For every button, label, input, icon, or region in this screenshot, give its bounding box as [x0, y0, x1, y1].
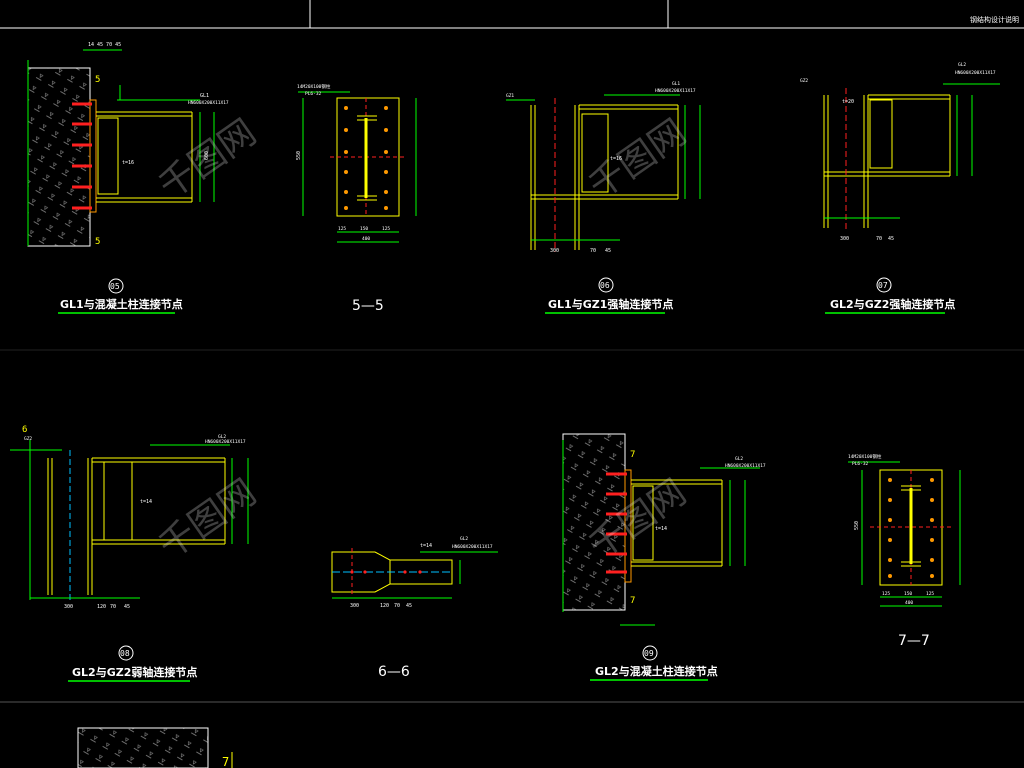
svg-text:125: 125	[926, 591, 934, 597]
concrete-column	[562, 433, 626, 611]
detail-08: 6 GZ2 GL2 HN600X200X11X17 t=14 300 120 7…	[10, 425, 249, 682]
svg-text:千图网: 千图网	[582, 112, 694, 208]
svg-text:08: 08	[120, 649, 130, 658]
svg-text:5: 5	[95, 75, 100, 85]
svg-text:HN600X200X11X17: HN600X200X11X17	[188, 100, 229, 106]
svg-text:HN600X200X11X17: HN600X200X11X17	[655, 88, 696, 94]
partial-detail-bottom: 7	[77, 727, 233, 768]
svg-text:HN600X200X11X17: HN600X200X11X17	[452, 544, 493, 550]
svg-text:550: 550	[296, 151, 302, 160]
svg-text:70: 70	[394, 603, 400, 609]
svg-text:120: 120	[380, 603, 389, 609]
svg-text:5: 5	[95, 237, 100, 247]
drawing-header-title: 钢结构设计说明	[970, 15, 1019, 24]
svg-text:PL6-32: PL6-32	[852, 461, 869, 467]
svg-text:300: 300	[64, 604, 73, 610]
svg-text:t=14: t=14	[140, 499, 152, 505]
svg-text:45: 45	[605, 248, 611, 254]
svg-text:PL6-32: PL6-32	[305, 91, 322, 97]
anchor-bolts	[72, 102, 92, 210]
svg-text:GL2: GL2	[735, 456, 743, 462]
column-gz2	[823, 95, 869, 228]
svg-text:150: 150	[904, 591, 912, 597]
svg-text:125: 125	[882, 591, 890, 597]
column-gz1	[530, 105, 580, 250]
section-5-5: 14M20X100钢柱 PL6-32 125 150 125 400 550 5…	[296, 83, 417, 314]
detail-05: 14 45 70 45 5 5 GL1 HN600X200X11X17 t=16…	[27, 42, 229, 247]
svg-text:125: 125	[338, 226, 346, 232]
svg-text:400: 400	[362, 236, 370, 242]
beam-gl2	[868, 94, 951, 177]
column-gz2	[47, 458, 93, 595]
svg-text:70: 70	[876, 236, 882, 242]
svg-text:14 45 70 45: 14 45 70 45	[88, 42, 121, 48]
detail-06-title: GL1与GZ1强轴连接节点	[548, 297, 673, 311]
svg-text:14M20X100钢柱: 14M20X100钢柱	[297, 83, 331, 90]
svg-text:70: 70	[110, 604, 116, 610]
svg-text:400: 400	[905, 600, 913, 606]
svg-text:GZ2: GZ2	[800, 78, 808, 84]
svg-text:14M20X100钢柱: 14M20X100钢柱	[848, 453, 882, 460]
svg-text:300: 300	[550, 248, 559, 254]
svg-text:550: 550	[854, 521, 860, 530]
svg-text:HN600X200X11X17: HN600X200X11X17	[955, 70, 996, 76]
detail-06: GZ1 GL1 HN600X200X11X17 t=16 300 70 45 0…	[506, 81, 701, 314]
svg-text:千图网: 千图网	[152, 112, 264, 208]
title-block	[0, 0, 1024, 703]
svg-text:05: 05	[110, 282, 120, 291]
svg-text:45: 45	[406, 603, 412, 609]
section-6-6: GL2 HN600X200X11X17 t=14 300 120 70 45 6…	[331, 536, 498, 680]
svg-text:GL1: GL1	[200, 93, 209, 99]
svg-text:45: 45	[888, 236, 894, 242]
svg-text:125: 125	[382, 226, 390, 232]
svg-text:t=16: t=16	[610, 156, 622, 162]
detail-07: GZ2 GL2 HN600X200X11X17 t=20 300 70 45 0…	[800, 62, 1000, 314]
beam-gl1	[579, 104, 679, 200]
svg-text:GL1: GL1	[672, 81, 680, 87]
svg-text:t=20: t=20	[842, 99, 854, 105]
svg-text:t=16: t=16	[122, 160, 134, 166]
svg-text:GL2: GL2	[958, 62, 966, 68]
detail-09: 7 7 GL2 HN600X200X11X17 t=14 09 GL2与混凝土柱…	[562, 433, 766, 681]
svg-text:120: 120	[97, 604, 106, 610]
svg-text:300: 300	[350, 603, 359, 609]
svg-text:GZ1: GZ1	[506, 93, 514, 99]
svg-text:600: 600	[204, 151, 210, 160]
svg-text:GZ2: GZ2	[24, 436, 32, 442]
svg-text:7: 7	[630, 450, 635, 460]
svg-text:GL2: GL2	[218, 434, 226, 440]
svg-text:70: 70	[590, 248, 596, 254]
section-7-7-title: 7—7	[898, 633, 930, 649]
svg-text:45: 45	[124, 604, 130, 610]
anchor-bolts	[606, 472, 627, 574]
svg-text:千图网: 千图网	[152, 472, 264, 568]
svg-text:t=14: t=14	[655, 526, 667, 532]
svg-text:06: 06	[600, 281, 610, 290]
detail-09-title: GL2与混凝土柱连接节点	[595, 664, 718, 678]
svg-text:09: 09	[644, 649, 654, 658]
svg-text:7: 7	[630, 596, 635, 606]
detail-07-title: GL2与GZ2强轴连接节点	[830, 297, 955, 311]
svg-text:6: 6	[22, 425, 27, 435]
section-5-5-title: 5—5	[352, 298, 384, 314]
svg-text:GL2: GL2	[460, 536, 468, 542]
svg-text:HN600X200X11X17: HN600X200X11X17	[725, 463, 766, 469]
detail-05-caption: 05 GL1与混凝土柱连接节点	[58, 278, 183, 314]
section-7-7: 14M20X100钢柱 PL6-32 125 150 125 400 550 7…	[848, 453, 961, 649]
detail-05-title: GL1与混凝土柱连接节点	[60, 297, 183, 311]
svg-text:7: 7	[222, 755, 229, 768]
detail-08-title: GL2与GZ2弱轴连接节点	[72, 665, 197, 679]
section-6-6-title: 6—6	[378, 664, 410, 680]
svg-text:t=14: t=14	[420, 543, 432, 549]
svg-text:300: 300	[840, 236, 849, 242]
concrete-column	[27, 67, 91, 247]
beam-gl1	[96, 111, 193, 203]
svg-text:150: 150	[360, 226, 368, 232]
svg-text:HN600X200X11X17: HN600X200X11X17	[205, 439, 246, 445]
beam-gl2	[631, 479, 723, 567]
svg-text:07: 07	[878, 281, 888, 290]
